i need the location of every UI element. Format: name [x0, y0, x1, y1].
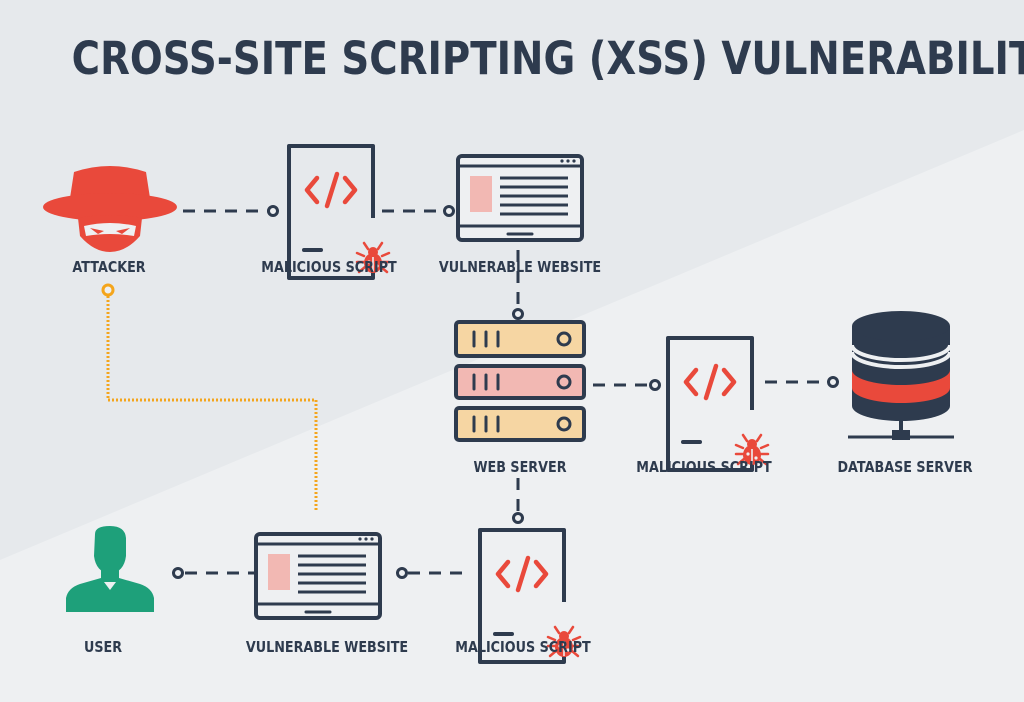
- database-server-label: DATABASE SERVER: [837, 458, 973, 476]
- background-shade: [0, 0, 1024, 560]
- attacker-label: ATTACKER: [72, 258, 146, 276]
- hat-mask-icon: [43, 166, 177, 252]
- vulnerable-website-label: VULNERABLE WEBSITE: [438, 258, 602, 276]
- connectors: [101, 205, 839, 579]
- web-server-label: WEB SERVER: [473, 458, 567, 476]
- malicious-script-label: MALICIOUS SCRIPT: [261, 258, 397, 276]
- page-title: CROSS-SITE SCRIPTING (XSS) VULNERABILITY: [71, 32, 1024, 85]
- malicious-script-label: MALICIOUS SCRIPT: [455, 638, 591, 656]
- user-icon: [66, 526, 154, 612]
- user-label: USER: [83, 638, 123, 656]
- browser-window-icon: [456, 154, 584, 242]
- database-icon: [848, 311, 954, 440]
- server-rack-icon: [454, 320, 586, 442]
- vulnerable-website-label: VULNERABLE WEBSITE: [245, 638, 409, 656]
- script-bug-icon: [668, 338, 768, 470]
- malicious-script-label: MALICIOUS SCRIPT: [636, 458, 772, 476]
- browser-window-icon: [254, 532, 382, 620]
